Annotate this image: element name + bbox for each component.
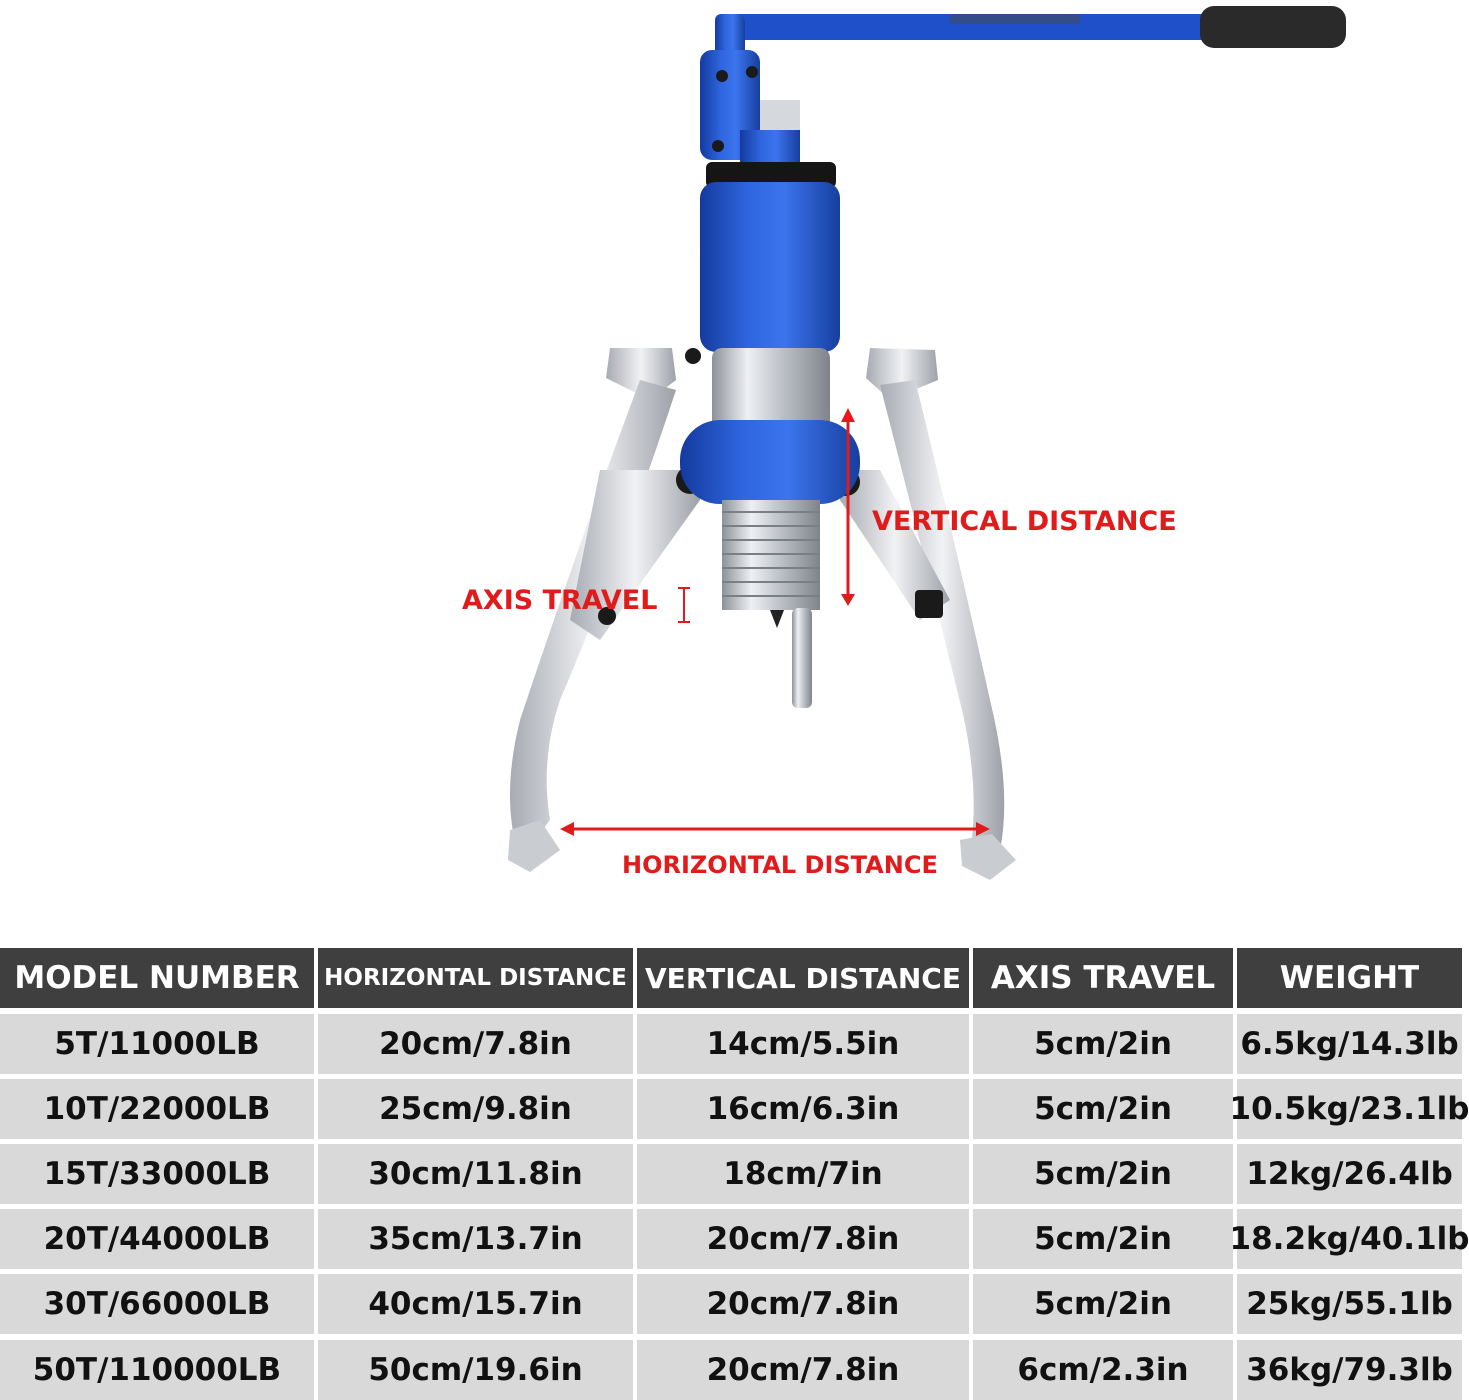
cell-horizontal-distance: 30cm/11.8in [318,1144,633,1204]
header-axis-travel: AXIS TRAVEL [973,948,1233,1008]
cell-axis-travel: 5cm/2in [973,1014,1233,1074]
cell-model-number: 5T/11000LB [0,1014,314,1074]
vertical-distance-label: VERTICAL DISTANCE [872,506,1177,537]
cell-weight: 6.5kg/14.3lb [1237,1014,1462,1074]
pump-handle [715,6,1346,104]
cell-horizontal-distance: 40cm/15.7in [318,1274,633,1334]
cell-axis-travel: 5cm/2in [973,1209,1233,1269]
right-jaw-arm [832,348,1016,880]
cell-model-number: 30T/66000LB [0,1274,314,1334]
header-model-number: MODEL NUMBER [0,948,314,1008]
cell-vertical-distance: 20cm/7.8in [637,1274,969,1334]
handle-grip [1200,6,1346,48]
axis-travel-label: AXIS TRAVEL [462,585,658,616]
cell-model-number: 15T/33000LB [0,1144,314,1204]
hydraulic-cylinder [700,182,840,352]
header-vertical-distance: VERTICAL DISTANCE [637,948,969,1008]
cell-model-number: 50T/110000LB [0,1340,314,1400]
horizontal-distance-arrow [560,822,990,836]
cell-model-number: 20T/44000LB [0,1209,314,1269]
cell-axis-travel: 5cm/2in [973,1274,1233,1334]
gear-puller-illustration [508,6,1346,880]
cell-axis-travel: 6cm/2.3in [973,1340,1233,1400]
cell-weight: 18.2kg/40.1lb [1230,1209,1469,1269]
cell-weight: 10.5kg/23.1lb [1230,1079,1469,1139]
cell-axis-travel: 5cm/2in [973,1144,1233,1204]
cell-horizontal-distance: 20cm/7.8in [318,1014,633,1074]
cell-vertical-distance: 16cm/6.3in [637,1079,969,1139]
cell-model-number: 10T/22000LB [0,1079,314,1139]
cell-vertical-distance: 20cm/7.8in [637,1340,969,1400]
cell-horizontal-distance: 25cm/9.8in [318,1079,633,1139]
pump-head [700,50,836,188]
release-valve-knob [685,348,701,364]
horizontal-distance-label: HORIZONTAL DISTANCE [622,851,938,879]
steel-collar [712,348,830,438]
cell-horizontal-distance: 50cm/19.6in [318,1340,633,1400]
header-weight: WEIGHT [1237,948,1462,1008]
yoke [680,420,860,504]
threaded-shaft [722,500,820,708]
cell-weight: 12kg/26.4lb [1237,1144,1462,1204]
cell-vertical-distance: 14cm/5.5in [637,1014,969,1074]
cell-vertical-distance: 18cm/7in [637,1144,969,1204]
vertical-distance-arrow [841,408,855,606]
cell-weight: 36kg/79.3lb [1237,1340,1462,1400]
cell-horizontal-distance: 35cm/13.7in [318,1209,633,1269]
cell-vertical-distance: 20cm/7.8in [637,1209,969,1269]
axis-travel-arrow [678,587,690,623]
header-horizontal-distance: HORIZONTAL DISTANCE [318,948,633,1008]
cell-weight: 25kg/55.1lb [1237,1274,1462,1334]
cell-axis-travel: 5cm/2in [973,1079,1233,1139]
